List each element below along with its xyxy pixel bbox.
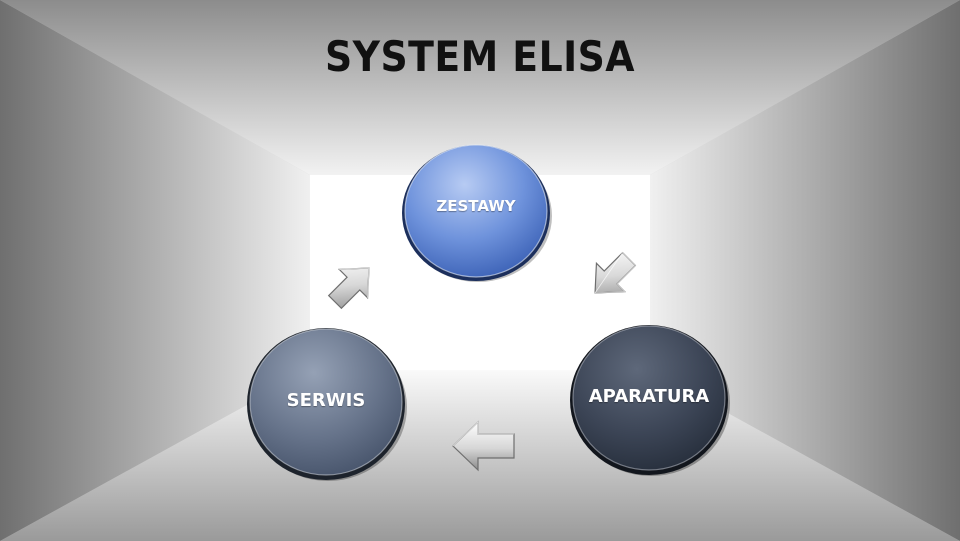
node-serwis: SERWIS [243, 323, 409, 485]
node-zestawy: ZESTAWY [398, 140, 554, 286]
aparatura-to-serwis-arrow-icon [452, 420, 515, 472]
node-label-serwis: SERWIS [286, 390, 366, 411]
node-label-aparatura: APARATURA [588, 386, 710, 407]
zestawy-to-aparatura-arrow-icon [594, 251, 637, 294]
serwis-to-zestawy-arrow-icon [327, 267, 370, 310]
node-aparatura: APARATURA [566, 320, 732, 480]
slide-title: SYSTEM ELISA [324, 32, 636, 81]
node-label-zestawy: ZESTAWY [436, 197, 516, 215]
